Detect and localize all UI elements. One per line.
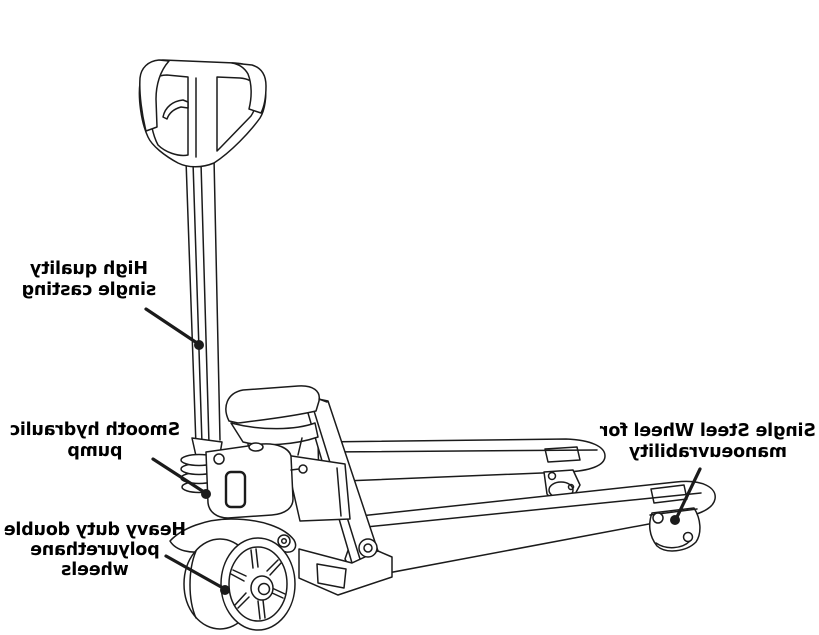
handle bbox=[138, 59, 267, 168]
label-line: High quality bbox=[30, 259, 148, 279]
release-lever bbox=[162, 99, 189, 120]
label-polyurethane-wheels: Heavy duty double polyurethane wheels bbox=[2, 520, 188, 580]
label-line: Smooth hydraulic bbox=[9, 420, 181, 440]
label-line: pump bbox=[67, 441, 123, 461]
label-smooth-hydraulic-pump: Smooth hydraulic pump bbox=[5, 420, 185, 462]
polyurethane-wheels bbox=[183, 537, 296, 631]
carriage-plate bbox=[284, 454, 351, 522]
steel-wheel bbox=[648, 507, 701, 552]
label-line: single casting bbox=[21, 280, 157, 300]
label-high-quality-casting: High quality single casting bbox=[4, 259, 174, 301]
label-line: Single Steel Wheel for bbox=[600, 421, 816, 441]
label-line: polyurethane bbox=[30, 540, 160, 560]
leader-arrow-steel bbox=[670, 467, 702, 525]
label-line: wheels bbox=[61, 560, 129, 580]
handle-grip-left bbox=[139, 59, 170, 132]
label-line: manoeuvrability bbox=[629, 442, 787, 462]
hydraulic-pump bbox=[205, 442, 308, 519]
leader-arrow-wheels bbox=[164, 554, 230, 595]
leader-arrow-pump bbox=[151, 457, 211, 499]
handle-grip-right bbox=[231, 62, 267, 114]
steering-shaft bbox=[185, 157, 223, 461]
label-single-steel-wheel: Single Steel Wheel for manoeuvrability bbox=[598, 421, 818, 463]
label-line: Heavy duty double bbox=[3, 520, 187, 540]
leader-arrows bbox=[144, 307, 702, 595]
leader-arrow-casting bbox=[144, 307, 204, 350]
